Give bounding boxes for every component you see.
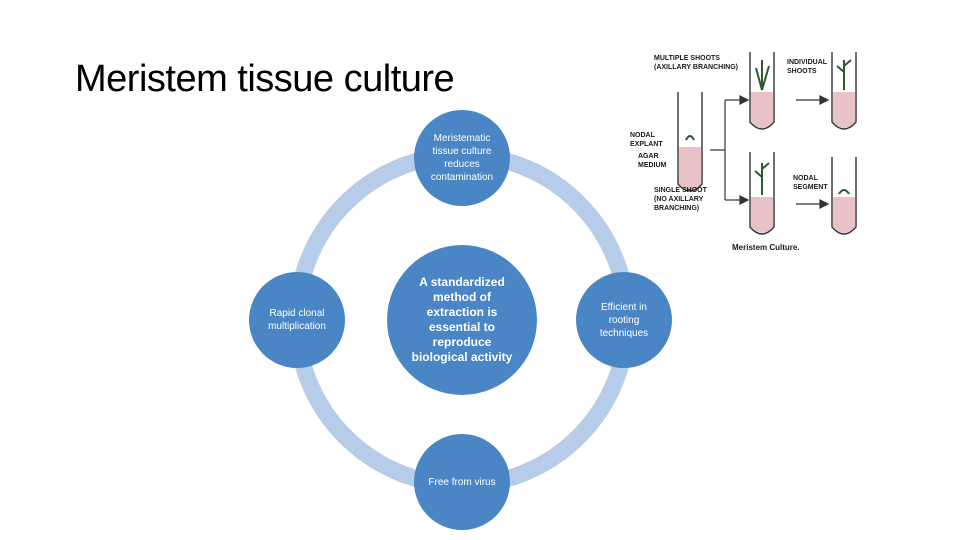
node-top: Meristematic tissue culture reduces cont… bbox=[414, 110, 510, 206]
tube-single-shoot-icon bbox=[749, 152, 775, 235]
page-title: Meristem tissue culture bbox=[75, 58, 455, 100]
node-right: Efficient in rooting techniques bbox=[576, 272, 672, 368]
label-axillary-branching: (AXILLARY BRANCHING) bbox=[654, 64, 738, 71]
tube-nodal-explant-icon bbox=[677, 92, 703, 192]
node-left: Rapid clonal multiplication bbox=[249, 272, 345, 368]
figure-caption: Meristem Culture. bbox=[732, 243, 800, 252]
label-medium: MEDIUM bbox=[638, 162, 667, 169]
label-shoots: SHOOTS bbox=[787, 68, 817, 75]
label-individual: INDIVIDUAL bbox=[787, 59, 828, 66]
label-multiple-shoots: MULTIPLE SHOOTS bbox=[654, 55, 720, 62]
meristem-culture-illustration: MULTIPLE SHOOTS (AXILLARY BRANCHING) IND… bbox=[630, 52, 857, 252]
tube-nodal-segment-icon bbox=[831, 157, 857, 235]
label-segment: SEGMENT bbox=[793, 184, 828, 191]
tube-individual-shoots-icon bbox=[831, 52, 857, 130]
label-branching: BRANCHING) bbox=[654, 205, 699, 212]
label-explant: EXPLANT bbox=[630, 141, 663, 148]
tube-multiple-shoots-icon bbox=[749, 52, 775, 130]
node-bottom: Free from virus bbox=[414, 434, 510, 530]
label-agar: AGAR bbox=[638, 153, 659, 160]
label-single-shoot: SINGLE SHOOT bbox=[654, 187, 708, 194]
label-nodal-2: NODAL bbox=[793, 175, 819, 182]
node-center: A standardized method of extraction is e… bbox=[387, 245, 537, 395]
label-no-axillary: (NO AXILLARY bbox=[654, 196, 704, 203]
label-nodal: NODAL bbox=[630, 132, 656, 139]
